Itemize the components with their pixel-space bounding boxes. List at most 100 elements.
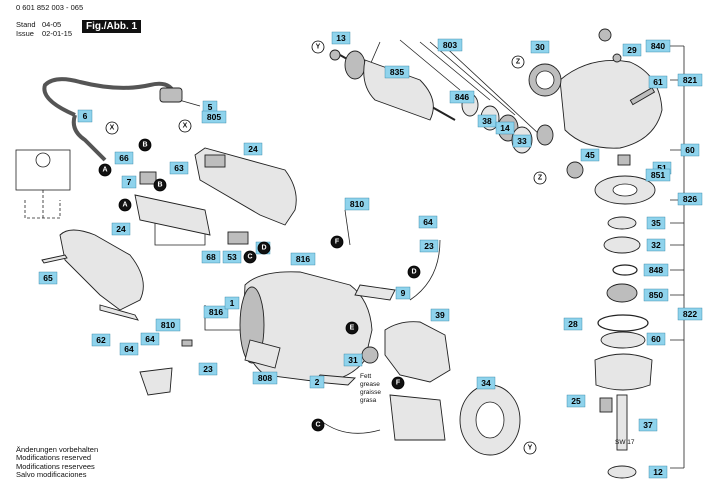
- marker-e: E: [345, 321, 359, 335]
- footer-line: Salvo modificaciones: [16, 470, 87, 480]
- callout-28: 28: [563, 317, 583, 331]
- svg-text:F: F: [396, 380, 401, 387]
- svg-text:6: 6: [83, 111, 88, 121]
- callout-816: 816: [290, 252, 316, 266]
- svg-text:61: 61: [653, 77, 663, 87]
- svg-text:816: 816: [209, 307, 223, 317]
- svg-text:840: 840: [651, 41, 665, 51]
- svg-text:51: 51: [657, 163, 667, 173]
- svg-text:Z: Z: [538, 175, 543, 182]
- callout-39: 39: [430, 308, 450, 322]
- wiring-schematic: [15, 149, 71, 219]
- callout-810: 810: [344, 197, 370, 211]
- guard-31: [459, 384, 521, 456]
- callout-34: 34: [476, 376, 496, 390]
- svg-text:23: 23: [203, 364, 213, 374]
- svg-text:D: D: [411, 269, 416, 276]
- svg-text:846: 846: [455, 92, 469, 102]
- callout-64: 64: [119, 342, 139, 356]
- svg-text:38: 38: [482, 116, 492, 126]
- svg-text:826: 826: [683, 194, 697, 204]
- callout-808: 808: [252, 371, 278, 385]
- svg-text:822: 822: [683, 309, 697, 319]
- gear-stack: [566, 161, 656, 479]
- callout-29: 29: [622, 43, 642, 57]
- svg-text:Z: Z: [516, 59, 521, 66]
- svg-text:60: 60: [651, 334, 661, 344]
- callout-1: 1: [224, 296, 240, 310]
- marker-b: B: [138, 138, 152, 152]
- armature-leaders: [369, 39, 541, 136]
- marker-c: C: [243, 250, 257, 264]
- callout-822: 822: [677, 307, 703, 321]
- svg-text:X: X: [183, 123, 188, 130]
- grease-text-3: grasa: [360, 397, 377, 404]
- svg-text:A: A: [102, 167, 107, 174]
- marker-a: A: [98, 163, 112, 177]
- plug-23: [181, 339, 193, 347]
- callout-23: 23: [198, 362, 218, 376]
- svg-text:23: 23: [424, 241, 434, 251]
- callout-30: 30: [530, 40, 550, 54]
- right-bracket-ticks: [670, 45, 684, 469]
- svg-text:65: 65: [43, 273, 53, 283]
- doc-number: 0 601 852 003 - 065: [16, 3, 84, 12]
- callout-24: 24: [111, 222, 131, 236]
- svg-text:53: 53: [227, 252, 237, 262]
- svg-text:62: 62: [96, 335, 106, 345]
- callout-851: 851: [645, 168, 671, 182]
- callout-25: 25: [566, 394, 586, 408]
- svg-text:64: 64: [145, 334, 155, 344]
- screw-65: [41, 254, 68, 264]
- marker-c: C: [311, 418, 325, 432]
- callout-64: 64: [418, 215, 438, 229]
- callout-821: 821: [677, 73, 703, 87]
- svg-text:851: 851: [651, 170, 665, 180]
- svg-text:60: 60: [685, 145, 695, 155]
- marker-z: Z: [533, 171, 547, 185]
- svg-text:X: X: [110, 125, 115, 132]
- switch-assembly: [134, 171, 249, 245]
- callout-835: 835: [384, 65, 410, 79]
- footer-line: Änderungen vorbehalten: [16, 445, 99, 454]
- svg-text:30: 30: [535, 42, 545, 52]
- callout-6: 6: [77, 109, 93, 123]
- svg-text:835: 835: [390, 67, 404, 77]
- grease-text-1: grease: [360, 381, 380, 388]
- svg-text:31: 31: [348, 355, 358, 365]
- svg-text:F: F: [335, 239, 340, 246]
- svg-text:45: 45: [585, 150, 595, 160]
- svg-text:64: 64: [124, 344, 134, 354]
- svg-text:66: 66: [119, 153, 129, 163]
- svg-text:803: 803: [443, 40, 457, 50]
- svg-text:37: 37: [643, 420, 653, 430]
- callout-60: 60: [680, 143, 700, 157]
- marker-f: F: [391, 376, 405, 390]
- callout-38: 38: [477, 114, 497, 128]
- brush-plate-9: [244, 339, 281, 369]
- svg-text:A: A: [122, 202, 127, 209]
- plug: [159, 87, 183, 103]
- svg-text:68: 68: [206, 252, 216, 262]
- marker-d: D: [257, 241, 271, 255]
- marker-d: D: [407, 265, 421, 279]
- svg-text:1: 1: [230, 298, 235, 308]
- callout-53: 53: [222, 250, 242, 264]
- footer-line: Modifications reserved: [16, 453, 92, 463]
- callout-64: 64: [140, 332, 160, 346]
- callout-45: 45: [580, 148, 600, 162]
- sw17-label: SW 17: [615, 439, 635, 446]
- svg-text:808: 808: [258, 373, 272, 383]
- callout-850: 850: [643, 288, 669, 302]
- field-coil: [384, 321, 451, 441]
- callout-68: 68: [201, 250, 221, 264]
- svg-text:39: 39: [435, 310, 445, 320]
- callout-13: 13: [331, 31, 351, 45]
- stand-value: 04-05: [42, 20, 62, 29]
- svg-text:35: 35: [651, 218, 661, 228]
- callout-848: 848: [643, 263, 669, 277]
- callout-62: 62: [91, 333, 111, 347]
- bearing-39: [361, 346, 379, 364]
